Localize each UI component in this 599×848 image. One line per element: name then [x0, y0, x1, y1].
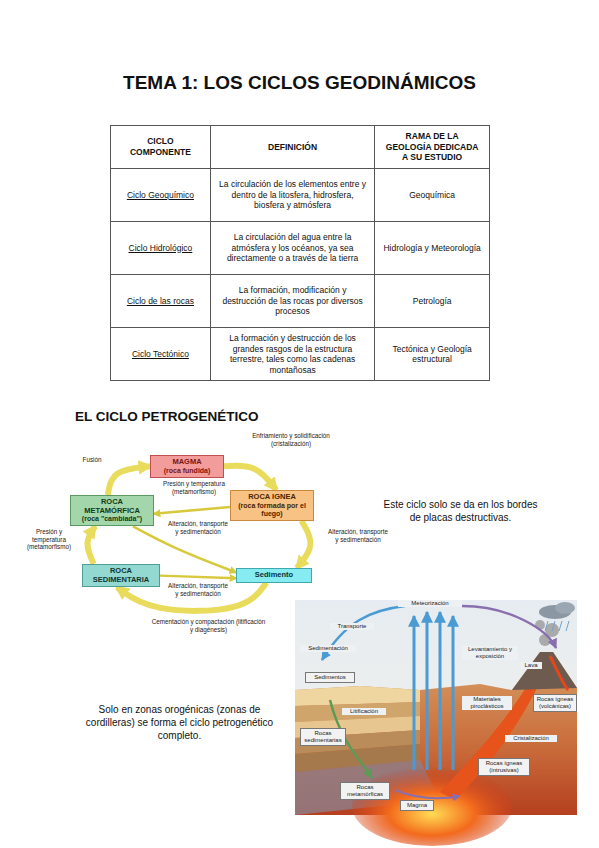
table-header: DEFINICIÓN [210, 126, 374, 169]
illustration-label: Lava [520, 662, 542, 669]
magma-chamber [352, 766, 512, 846]
inner-arrow [160, 576, 236, 579]
illustration-label: Cristalización [505, 735, 557, 742]
table-cell: Geoquímica [375, 168, 490, 221]
table-cell: Ciclo Tectónico [111, 327, 211, 381]
metamorphic-rock-box: ROCA METAMÓRFICA(roca "cambiada") [70, 495, 154, 526]
table-cell: La circulación de los elementos entre y … [210, 168, 374, 221]
illustration-label: Sedimentación [300, 645, 356, 652]
cycle-arrow [108, 466, 150, 495]
inner-arrow [154, 507, 230, 514]
node-subtitle: (roca formada por el fuego) [234, 502, 310, 518]
table-header: RAMA DE LA GEOLOGÍA DEDICADA A SU ESTUDI… [375, 126, 490, 169]
node-subtitle: (roca fundida) [154, 467, 220, 475]
igneous-rock-box: ROCA IGNEA(roca formada por el fuego) [230, 490, 314, 521]
node-title: MAGMA [154, 458, 220, 467]
illustration-label: Litificación [342, 708, 386, 715]
sedimentary-rock-box: ROCA SEDIMENTARIA [82, 564, 160, 587]
table-cell: Ciclo de las rocas [111, 274, 211, 327]
illustration-label: Magma [400, 800, 434, 811]
illustration-label: Rocas ígneas (volcánicas) [533, 694, 577, 712]
table-cell: Petrología [375, 274, 490, 327]
table-cell: La formación, modificación y destrucción… [210, 274, 374, 327]
note: Solo en zonas orogénicas (zonas de cordi… [82, 703, 277, 742]
illustration-label: Materiales piroclásticos [462, 696, 512, 710]
rain-cloud [539, 602, 575, 631]
volcano [512, 652, 577, 690]
table-cell: La formación y destrucción de los grande… [210, 327, 374, 381]
edge-label: Enfriamiento y solidificación (cristaliz… [250, 432, 332, 447]
illustration-label: Rocas ígneas (intrusivas) [478, 758, 530, 776]
illustration-label: Sedimentos [305, 672, 355, 683]
edge-label: Alteración, transporte y sedimentación [326, 528, 390, 543]
edge-label: Presión y temperatura (metamorfismo) [18, 528, 80, 551]
illustration-label: Meteorización [398, 600, 462, 607]
node-title: ROCA METAMÓRFICA [74, 498, 150, 515]
table-cell: Ciclo Geoquímico [111, 168, 211, 221]
edge-label: Presión y temperatura (metamorfismo) [160, 480, 228, 495]
edge-label: Alteración, transporte y sedimentación [166, 582, 230, 597]
node-title: ROCA SEDIMENTARIA [86, 567, 156, 584]
magma-box: MAGMA(roca fundida) [150, 455, 224, 478]
uplift-arrows [414, 612, 453, 770]
table-cell: Hidrología y Meteorología [375, 221, 490, 274]
illustration-label: Transporte [330, 623, 374, 630]
weathering-arrow [462, 606, 556, 648]
cycle-arrow [224, 466, 276, 490]
node-title: Sedimento [240, 571, 308, 580]
cycles-table: CICLO COMPONENTEDEFINICIÓNRAMA DE LA GEO… [110, 125, 490, 381]
edge-label: Cementación y compactación (litificación… [150, 618, 267, 633]
cycle-arrow [87, 526, 95, 564]
transport-arrow [322, 606, 405, 660]
page-title: TEMA 1: LOS CICLOS GEODINÁMICOS [0, 72, 599, 94]
illustration-label: Levantamiento y exposición [462, 646, 518, 660]
illustration-label: Rocas metamórficas [340, 782, 390, 800]
illustration-label: Rocas sedimentarias [300, 728, 346, 746]
section-heading: EL CICLO PETROGENÉTICO [75, 408, 335, 426]
edge-label: Fusión [78, 456, 106, 464]
note: Este ciclo solo se da en los bordes de p… [378, 498, 543, 524]
melting-arrow [395, 790, 460, 798]
table-header: CICLO COMPONENTE [111, 126, 211, 169]
edge-label: Alteración, transporte y sedimentación [166, 520, 230, 535]
table-cell: Ciclo Hidrológico [111, 221, 211, 274]
table-cell: Tectónica y Geología estructural [375, 327, 490, 381]
cycle-arrow [297, 521, 311, 568]
node-subtitle: (roca "cambiada") [74, 515, 150, 523]
node-title: ROCA IGNEA [234, 493, 310, 502]
sediment-box: Sedimento [236, 568, 312, 583]
lava-flow [550, 656, 568, 690]
table-cell: La circulación del agua entre la atmósfe… [210, 221, 374, 274]
